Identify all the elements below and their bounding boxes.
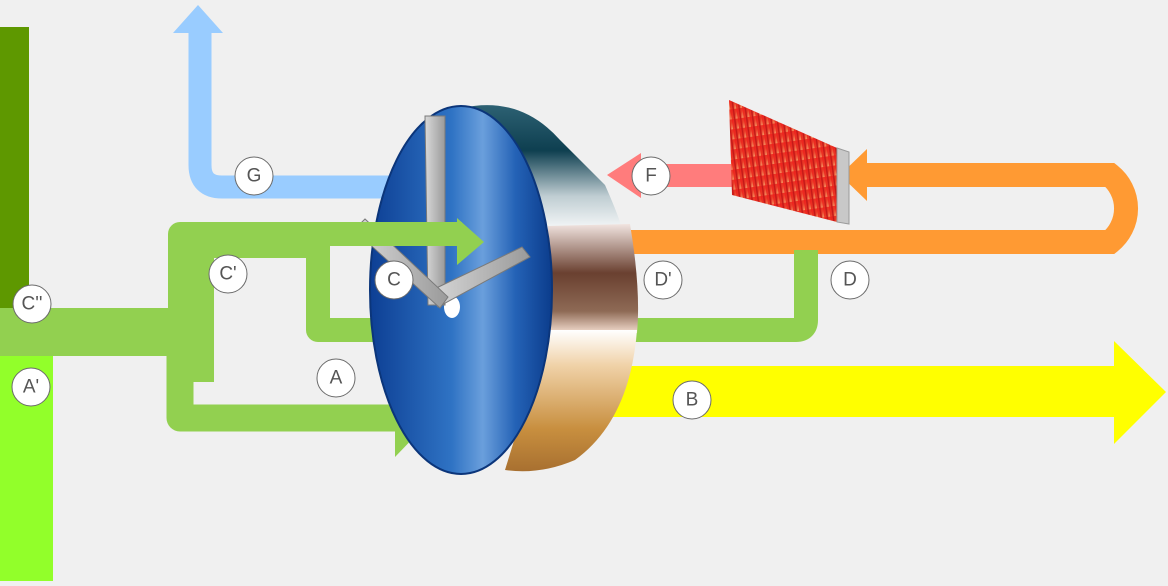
label-b: B bbox=[672, 380, 712, 420]
svg-text:A: A bbox=[330, 368, 343, 389]
desiccant-wheel-icon bbox=[353, 105, 639, 475]
exhaust-duct-column bbox=[0, 27, 29, 327]
label-c-double-prime: C'' bbox=[12, 284, 52, 324]
exhaust-air-flow-g bbox=[173, 5, 414, 199]
purge-arrow-head-c bbox=[168, 218, 484, 382]
label-c-prime: C' bbox=[208, 254, 248, 294]
svg-text:C'': C'' bbox=[22, 294, 43, 315]
svg-text:A': A' bbox=[23, 377, 39, 398]
heater-coil-icon bbox=[729, 100, 850, 225]
outdoor-air-column bbox=[0, 320, 53, 581]
svg-text:G: G bbox=[247, 166, 262, 187]
label-c: C bbox=[374, 260, 414, 300]
svg-text:B: B bbox=[686, 390, 699, 411]
label-a: A bbox=[316, 358, 356, 398]
regeneration-air-loop-d bbox=[622, 163, 1138, 254]
svg-text:C': C' bbox=[219, 264, 236, 285]
svg-text:F: F bbox=[645, 166, 657, 187]
purge-air-loop-c-prime bbox=[190, 234, 818, 382]
label-d-prime: D' bbox=[643, 260, 683, 300]
regeneration-arrow-head bbox=[840, 149, 867, 201]
label-d: D bbox=[830, 260, 870, 300]
svg-text:D': D' bbox=[654, 270, 671, 291]
label-a-prime: A' bbox=[11, 367, 51, 407]
label-f: F bbox=[631, 156, 671, 196]
svg-text:C: C bbox=[387, 270, 401, 291]
label-g: G bbox=[234, 156, 274, 196]
svg-text:D: D bbox=[843, 270, 857, 291]
